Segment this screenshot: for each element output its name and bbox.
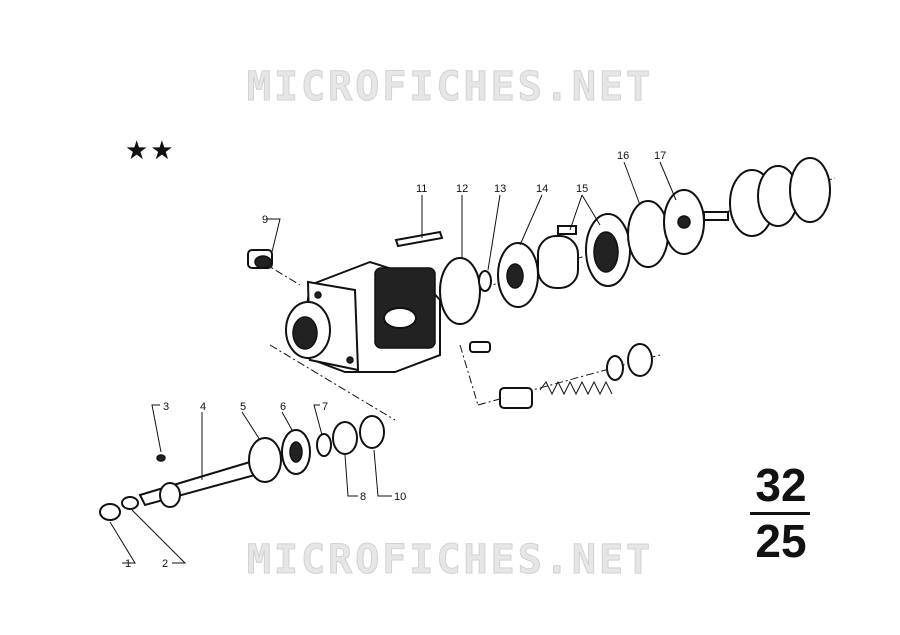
callout-13: 13	[494, 183, 506, 195]
circlip-right	[789, 157, 831, 223]
watermark-bottom: MICROFICHES.NET	[246, 537, 654, 584]
part-12-o-ring	[439, 257, 481, 325]
callout-labels: 1 2 3 4 5 6 7 8 9 10 11 12 13 14 15 16 1…	[125, 150, 666, 570]
part-15-rotor-set	[537, 213, 631, 289]
part-11-pin	[394, 230, 444, 248]
part-6-bearing	[281, 429, 311, 475]
callout-5: 5	[240, 401, 246, 413]
valve-axis-line	[459, 344, 479, 406]
callout-4: 4	[200, 401, 206, 413]
leader-lines	[109, 161, 677, 564]
part-9-plug	[247, 249, 273, 269]
callout-2: 2	[162, 558, 168, 570]
part-13-seal-ring	[478, 270, 492, 292]
part-7-seal	[316, 433, 332, 457]
valve-assembly	[469, 341, 653, 409]
part-5-circlip	[248, 437, 282, 483]
callout-3: 3	[163, 401, 169, 413]
callout-7: 7	[322, 401, 328, 413]
part-17-cover-plate	[663, 189, 729, 255]
callout-6: 6	[280, 401, 286, 413]
star-marks: ★★	[125, 136, 176, 166]
callout-1: 1	[125, 558, 131, 570]
part-2-washer	[121, 496, 139, 510]
callout-15: 15	[576, 183, 588, 195]
callout-12: 12	[456, 183, 468, 195]
page-number: 25	[755, 515, 807, 567]
part-3-key	[156, 454, 166, 462]
callout-8: 8	[360, 491, 366, 503]
callout-11: 11	[416, 183, 427, 195]
page-ref-divider	[750, 512, 810, 515]
steering-housing	[285, 260, 441, 373]
callout-9: 9	[262, 214, 268, 226]
part-16-o-ring	[627, 200, 669, 268]
part-4-input-shaft	[138, 460, 257, 508]
watermark-top: MICROFICHES.NET	[246, 64, 654, 111]
part-8-needle-bearing	[332, 421, 358, 455]
callout-16: 16	[617, 150, 629, 162]
callout-14: 14	[536, 183, 548, 195]
part-1-nut	[99, 503, 121, 521]
callout-10: 10	[394, 491, 406, 503]
group-number: 32	[755, 459, 807, 511]
part-14-end-plate	[497, 242, 539, 308]
callout-17: 17	[654, 150, 666, 162]
part-10-bearing	[359, 415, 385, 449]
